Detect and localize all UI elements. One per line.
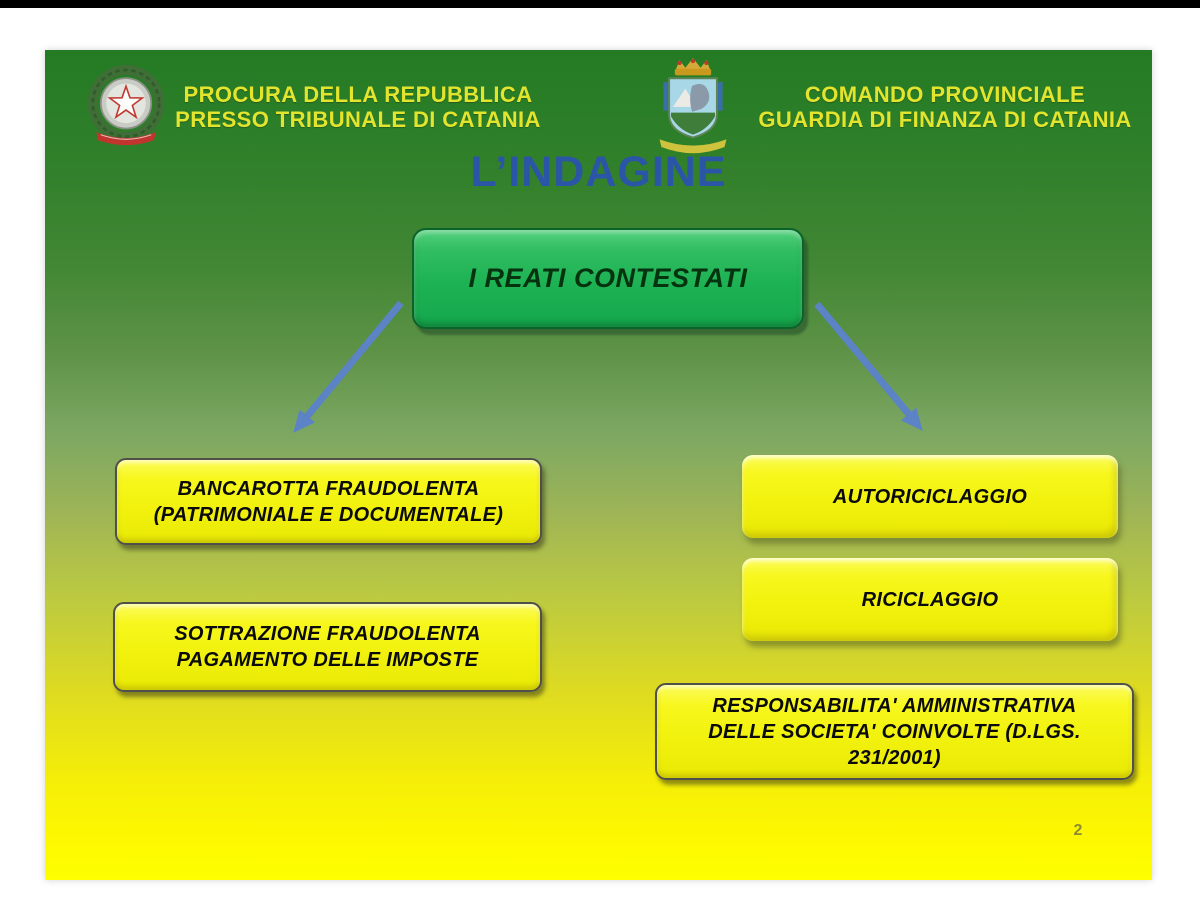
guardia-di-finanza-emblem-icon xyxy=(659,58,727,154)
box-bancarotta-fraudolenta: BANCAROTTA FRAUDOLENTA (PATRIMONIALE E D… xyxy=(115,458,542,545)
header-right-title: COMANDO PROVINCIALE GUARDIA DI FINANZA D… xyxy=(758,82,1132,132)
root-box-label: I REATI CONTESTATI xyxy=(468,263,748,293)
box-autoriciclaggio-label: AUTORICICLAGGIO xyxy=(832,485,1028,508)
box-bancarotta-label: BANCAROTTA FRAUDOLENTA (PATRIMONIALE E D… xyxy=(153,477,504,526)
arrow-right-icon xyxy=(814,301,923,431)
box-riciclaggio-label: RICICLAGGIO xyxy=(861,588,999,611)
box-responsabilita-amministrativa: RESPONSABILITA' AMMINISTRATIVA DELLE SOC… xyxy=(655,683,1134,780)
box-riciclaggio: RICICLAGGIO xyxy=(742,558,1118,641)
box-autoriciclaggio: AUTORICICLAGGIO xyxy=(742,455,1118,538)
arrow-left-icon xyxy=(293,300,404,433)
letterbox-top-bar xyxy=(0,0,1200,8)
box-sottrazione-label: SOTTRAZIONE FRAUDOLENTA PAGAMENTO DELLE … xyxy=(174,623,481,671)
slide-canvas: PROCURA DELLA REPUBBLICA PRESSO TRIBUNAL… xyxy=(45,50,1152,880)
header-left-title: PROCURA DELLA REPUBBLICA PRESSO TRIBUNAL… xyxy=(175,82,541,132)
box-responsabilita-label: RESPONSABILITA' AMMINISTRATIVA DELLE SOC… xyxy=(708,694,1081,769)
root-box-reati-contestati: I REATI CONTESTATI xyxy=(412,228,804,329)
slide-number: 2 xyxy=(1073,822,1083,839)
slide-title: L’INDAGINE xyxy=(470,148,727,196)
box-sottrazione-fraudolenta: SOTTRAZIONE FRAUDOLENTA PAGAMENTO DELLE … xyxy=(113,602,542,692)
italian-republic-emblem-icon xyxy=(87,65,165,146)
